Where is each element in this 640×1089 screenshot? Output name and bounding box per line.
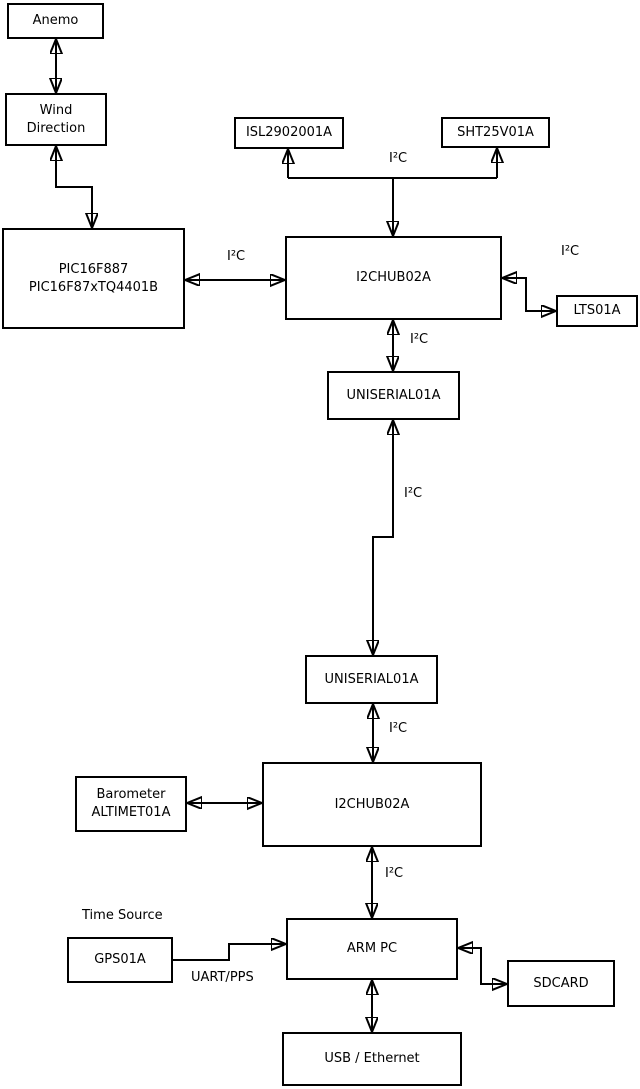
edge-label-i2c-uni1-uni2: I²C — [404, 486, 423, 501]
edge-hub1-lts — [502, 278, 556, 311]
node-lts01a: LTS01A — [556, 295, 638, 327]
node-usb-label: USB / Ethernet — [324, 1051, 420, 1067]
node-i2chub02a-1: I2CHUB02A — [285, 236, 502, 320]
node-i2chub02a-2: I2CHUB02A — [262, 762, 482, 847]
node-gps01a: GPS01A — [67, 937, 173, 983]
edge-label-i2c-uni2-hub2: I²C — [389, 721, 408, 736]
edge-label-i2c-hub2-arm: I²C — [385, 866, 404, 881]
label-time-source: Time Source — [82, 908, 163, 923]
node-barometer-label-line1: Barometer — [96, 787, 166, 803]
node-wind-label-line1: Wind — [39, 102, 73, 118]
node-barometer-label-line2: ALTIMET01A — [91, 805, 171, 820]
node-hub1-label: I2CHUB02A — [356, 270, 431, 286]
node-arm-pc: ARM PC — [286, 918, 458, 980]
node-pic-label-line1: PIC16F887 — [58, 261, 129, 277]
edge-label-i2c-hub1-uni1: I²C — [410, 332, 429, 347]
node-wind-label-line2: Direction — [26, 120, 86, 136]
edge-label-i2c-top-tee: I²C — [389, 151, 408, 166]
edge-arm-sdcard — [458, 948, 507, 984]
node-gps-label: GPS01A — [94, 952, 146, 968]
node-uniserial2-label: UNISERIAL01A — [324, 671, 419, 687]
node-uniserial01a-2: UNISERIAL01A — [305, 655, 438, 704]
node-wind-direction: Wind Direction — [5, 93, 107, 146]
node-usb-ethernet: USB / Ethernet — [282, 1032, 462, 1086]
node-uniserial1-label: UNISERIAL01A — [346, 387, 441, 403]
node-anemo-label: Anemo — [32, 13, 79, 29]
node-barometer: Barometer ALTIMET01A — [75, 776, 187, 832]
node-pic16f887: PIC16F887 PIC16F87xTQ4401B — [2, 228, 185, 329]
node-hub2-label: I2CHUB02A — [334, 796, 410, 812]
node-isl-label: ISL2902001A — [245, 125, 333, 141]
node-lts-label: LTS01A — [573, 303, 621, 319]
node-sdcard: SDCARD — [507, 960, 615, 1007]
edge-label-uart-pps: UART/PPS — [191, 970, 254, 985]
node-uniserial01a-1: UNISERIAL01A — [327, 371, 460, 420]
edge-gps-arm — [173, 944, 286, 961]
node-armpc-label: ARM PC — [346, 941, 398, 957]
node-sht25v01a: SHT25V01A — [441, 117, 550, 148]
node-sht-label: SHT25V01A — [457, 124, 534, 140]
edge-wind-pic — [56, 146, 92, 228]
node-anemo: Anemo — [7, 3, 104, 39]
edge-label-i2c-lts: I²C — [561, 244, 580, 259]
edge-uni1-uni2 — [373, 420, 393, 655]
edge-label-i2c-pic-hub1: I²C — [227, 249, 246, 264]
node-isl2902001a: ISL2902001A — [234, 117, 344, 149]
node-sdcard-label: SDCARD — [533, 975, 589, 991]
node-pic-label-line2: PIC16F87xTQ4401B — [28, 279, 159, 295]
